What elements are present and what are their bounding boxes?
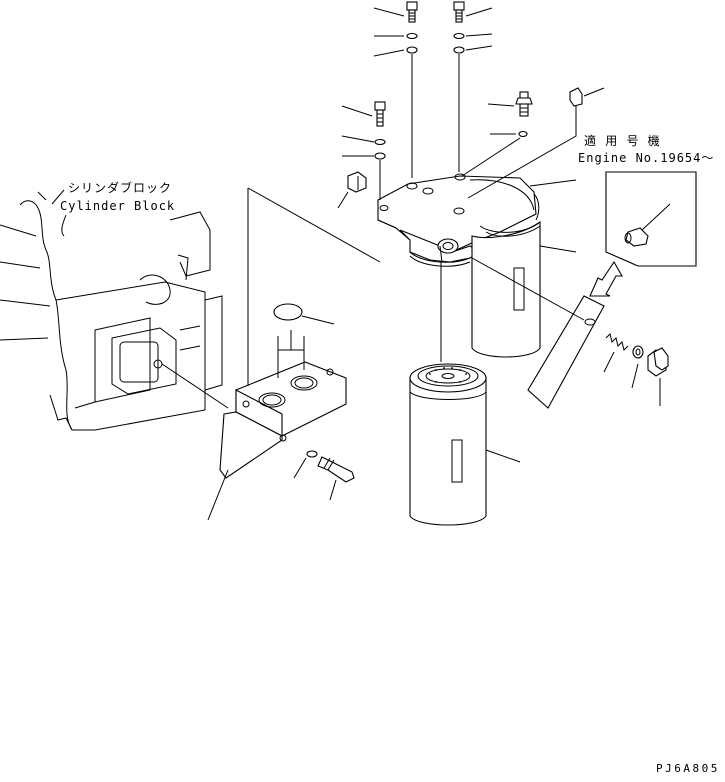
head-bolt-centerlines — [411, 54, 460, 178]
installed-filter-cartridge — [471, 193, 541, 358]
drain-strip — [471, 257, 605, 409]
filter-sensor — [461, 91, 533, 177]
head-bolt-left — [406, 1, 418, 23]
bracket-gasket — [273, 303, 335, 378]
head-flat-washers — [406, 46, 465, 54]
inset-arrow — [589, 260, 623, 297]
head-lock-washers — [406, 32, 465, 40]
drain-plug — [647, 347, 669, 406]
bracket-bolt — [317, 456, 355, 501]
mount-plane-lines — [247, 187, 381, 386]
installed-filter-leader — [539, 245, 577, 253]
filter-head — [377, 173, 537, 267]
vent-fitting — [467, 87, 605, 199]
drain-washer — [631, 345, 644, 389]
filter-cartridge — [409, 363, 487, 526]
cylinder-block — [0, 200, 223, 431]
drain-spring — [603, 333, 629, 373]
head-plug — [337, 171, 367, 209]
cylinder-block-label-en: Cylinder Block — [60, 199, 175, 213]
inset-detail-box — [605, 171, 697, 267]
head-leader — [529, 179, 577, 187]
applicable-serial-label: 適 用 号 機 Engine No.19654～ — [578, 133, 714, 165]
cylinder-block-label: シリンダブロック Cylinder Block — [37, 180, 175, 237]
bracket-leader — [207, 469, 229, 521]
filter-bracket — [219, 361, 347, 479]
bracket-mount-bolt — [341, 101, 386, 200]
drawing-code: PJ6A805 — [656, 762, 720, 775]
cylinder-block-label-jp: シリンダブロック — [68, 180, 172, 195]
cartridge-leader — [485, 449, 521, 463]
bracket-to-block-line — [161, 363, 229, 409]
head-bolt-right — [453, 1, 465, 23]
top-leader-lines — [373, 7, 493, 57]
bracket-washer — [293, 450, 318, 479]
applicable-label-jp: 適 用 号 機 — [584, 133, 661, 148]
engine-number-label: Engine No.19654～ — [578, 151, 714, 165]
